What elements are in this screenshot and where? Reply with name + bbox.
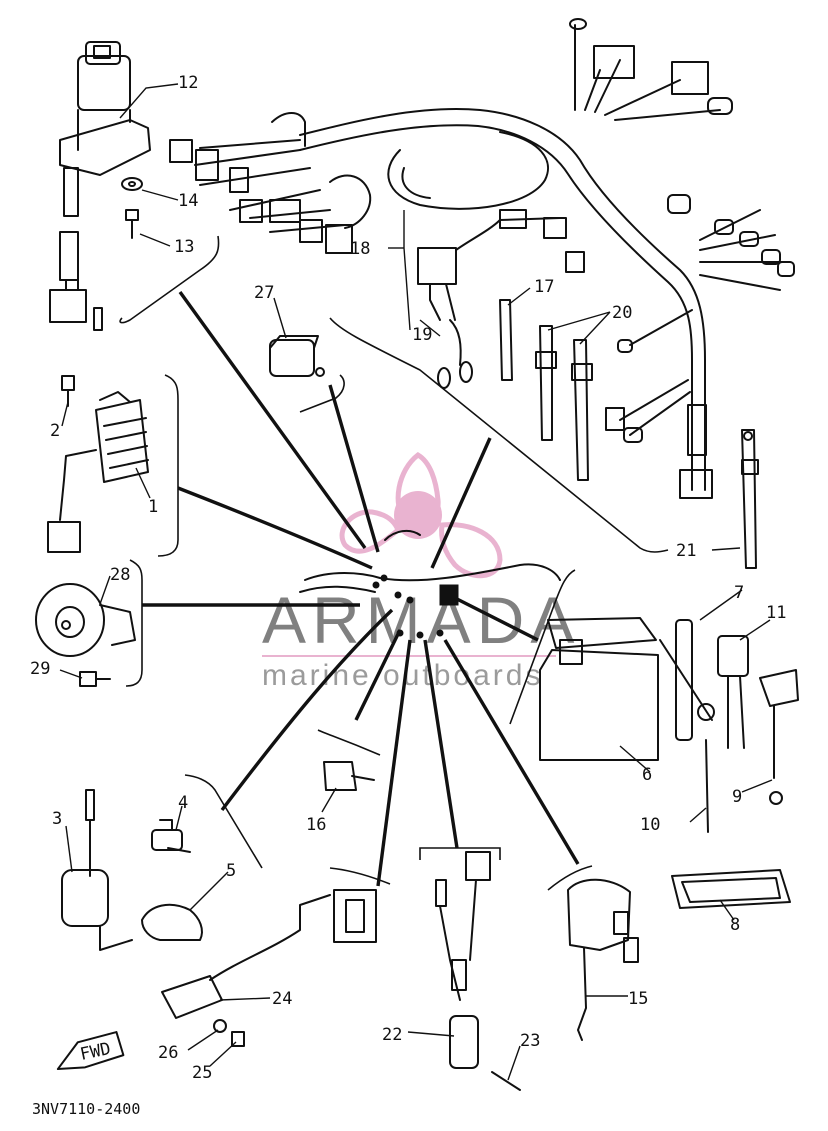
callout-28: 28 (110, 565, 130, 585)
fwd-arrow: FWD (56, 1031, 125, 1071)
brake-switch-drawing (435, 851, 521, 1091)
callout-22: 22 (382, 1025, 402, 1045)
leader-lines (142, 291, 580, 887)
callout-5: 5 (226, 861, 236, 881)
group-brackets (119, 235, 669, 891)
flasher-relay-drawing (269, 335, 325, 377)
callout-2: 2 (50, 421, 60, 441)
callout-7: 7 (734, 583, 744, 603)
cdi-unit-drawing (161, 889, 377, 1047)
watermark-brand: ARMADA (262, 583, 580, 657)
callout-15: 15 (628, 989, 648, 1009)
wire-harness-drawing (169, 18, 795, 499)
callout-1: 1 (148, 497, 158, 517)
callout-14: 14 (178, 191, 198, 211)
callout-23: 23 (520, 1031, 540, 1051)
callout-24: 24 (272, 989, 292, 1009)
callout-10: 10 (640, 815, 660, 835)
callout-13: 13 (174, 237, 194, 257)
callout-25: 25 (192, 1063, 212, 1083)
callout-11: 11 (766, 603, 786, 623)
rectifier-regulator-drawing (47, 375, 149, 553)
horn-drawing (35, 583, 136, 687)
battery-drawing (539, 617, 799, 909)
callout-27: 27 (254, 283, 274, 303)
callout-29: 29 (30, 659, 50, 679)
bands-drawing (499, 299, 759, 569)
callout-6: 6 (642, 765, 652, 785)
ignition-coil-drawing (61, 789, 203, 951)
callout-18: 18 (350, 239, 370, 259)
callout-3: 3 (52, 809, 62, 829)
drawing-code: 3NV7110-2400 (32, 1100, 140, 1118)
main-switch-drawing (49, 41, 151, 331)
callout-8: 8 (730, 915, 740, 935)
washer-screw-drawing (121, 177, 143, 239)
callout-26: 26 (158, 1043, 178, 1063)
neutral-switch-drawing (323, 761, 375, 791)
callout-21: 21 (676, 541, 696, 561)
armada-watermark: ARMADA marine outboards (262, 452, 580, 692)
callout-20: 20 (612, 303, 632, 323)
watermark-tagline: marine outboards (262, 659, 543, 692)
callout-12: 12 (178, 73, 198, 93)
callout-17: 17 (534, 277, 554, 297)
callout-leaders (59, 83, 773, 1081)
callout-4: 4 (178, 793, 188, 813)
callout-19: 19 (412, 325, 432, 345)
relay-drawing (417, 209, 585, 389)
callout-9: 9 (732, 787, 742, 807)
starter-relay-drawing (567, 878, 639, 1041)
callout-16: 16 (306, 815, 326, 835)
armada-propeller-logo (339, 452, 503, 579)
frame-sketch (299, 529, 561, 639)
callout-numbers: 1 2 3 4 5 6 7 8 9 10 11 12 13 14 15 16 1… (30, 73, 786, 1083)
